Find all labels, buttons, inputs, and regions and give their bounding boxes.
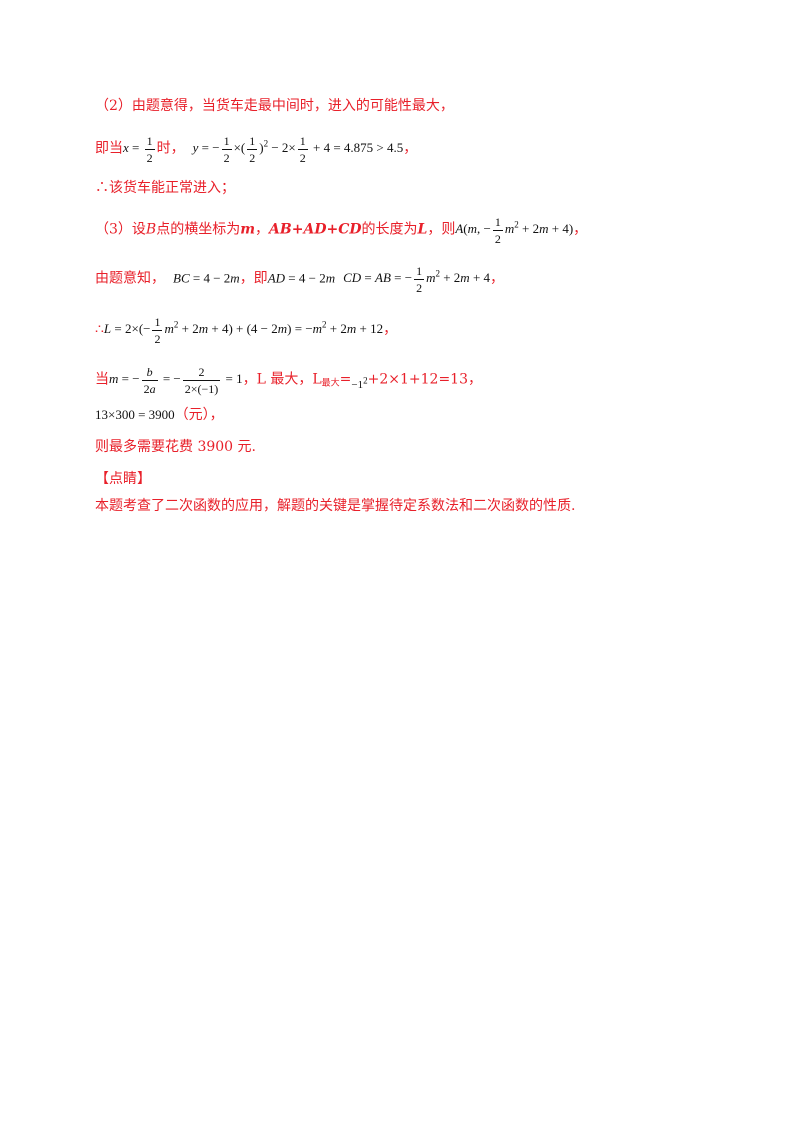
comma-4: ， — [383, 321, 398, 338]
when-text-2: 当 — [95, 371, 109, 388]
therefore-symbol: ∴ — [95, 321, 104, 338]
remark-heading: 【点睛】 — [95, 471, 151, 487]
remark-text: 本题考查了二次函数的应用，解题的关键是掌握待定系数法和二次函数的性质. — [95, 498, 576, 514]
l-max-text: ，L 最大，L — [242, 371, 322, 388]
known-text: 由题意知， — [95, 270, 165, 287]
ad-formula: AD = 4 − 2m — [267, 270, 336, 286]
conclusion-text: ∴该货车能正常进入； — [95, 180, 235, 196]
var-l: L — [417, 221, 428, 238]
x-coordinate-text: 点的横坐标为 — [156, 221, 241, 238]
line-conclusion-enter: ∴该货车能正常进入； — [95, 178, 235, 198]
neg-one-squared: −12 — [351, 375, 368, 392]
point-b-label: B — [145, 221, 157, 238]
time-text: 时， — [156, 140, 185, 157]
part2-intro-text: （2）由题意得，当货车走最中间时，进入的可能性最大， — [95, 98, 454, 114]
bc-formula: BC = 4 − 2m — [173, 270, 240, 286]
sum-segments: AB+AD+CD — [269, 221, 362, 238]
line-answer: 则最多需要花费 3900 元. — [95, 437, 256, 457]
line-cost-calc: 13×300 = 3900（元）， — [95, 405, 224, 425]
length-text: 的长度为 — [361, 221, 418, 238]
line-remark-heading: 【点睛】 — [95, 469, 151, 489]
then-text: ，则 — [427, 221, 456, 238]
when-text: 即当 — [95, 140, 123, 157]
max-value-text: +2×1+12=13， — [367, 371, 482, 388]
line-bc-ad-cd: 由题意知， BC = 4 − 2m，即AD = 4 − 2m CD = AB = −… — [95, 265, 504, 294]
comma-text: ， — [403, 140, 418, 157]
comma-3: ， — [490, 270, 505, 287]
comma-1: ， — [255, 221, 270, 238]
line-remark-body: 本题考查了二次函数的应用，解题的关键是掌握待定系数法和二次函数的性质. — [95, 496, 575, 516]
line-part2-intro: （2）由题意得，当货车走最中间时，进入的可能性最大， — [95, 96, 454, 116]
var-m: m — [240, 221, 256, 238]
cost-formula: 13×300 = 3900 — [95, 407, 175, 422]
part3-label: （3）设 — [95, 221, 146, 238]
max-subscript: 最大 — [321, 378, 340, 389]
yuan-text: （元）， — [174, 407, 224, 423]
equals-sign: = — [339, 371, 352, 388]
namely-text: ，即 — [239, 270, 268, 287]
answer-text: 则最多需要花费 3900 元. — [95, 439, 256, 455]
comma-2: ， — [573, 221, 588, 238]
